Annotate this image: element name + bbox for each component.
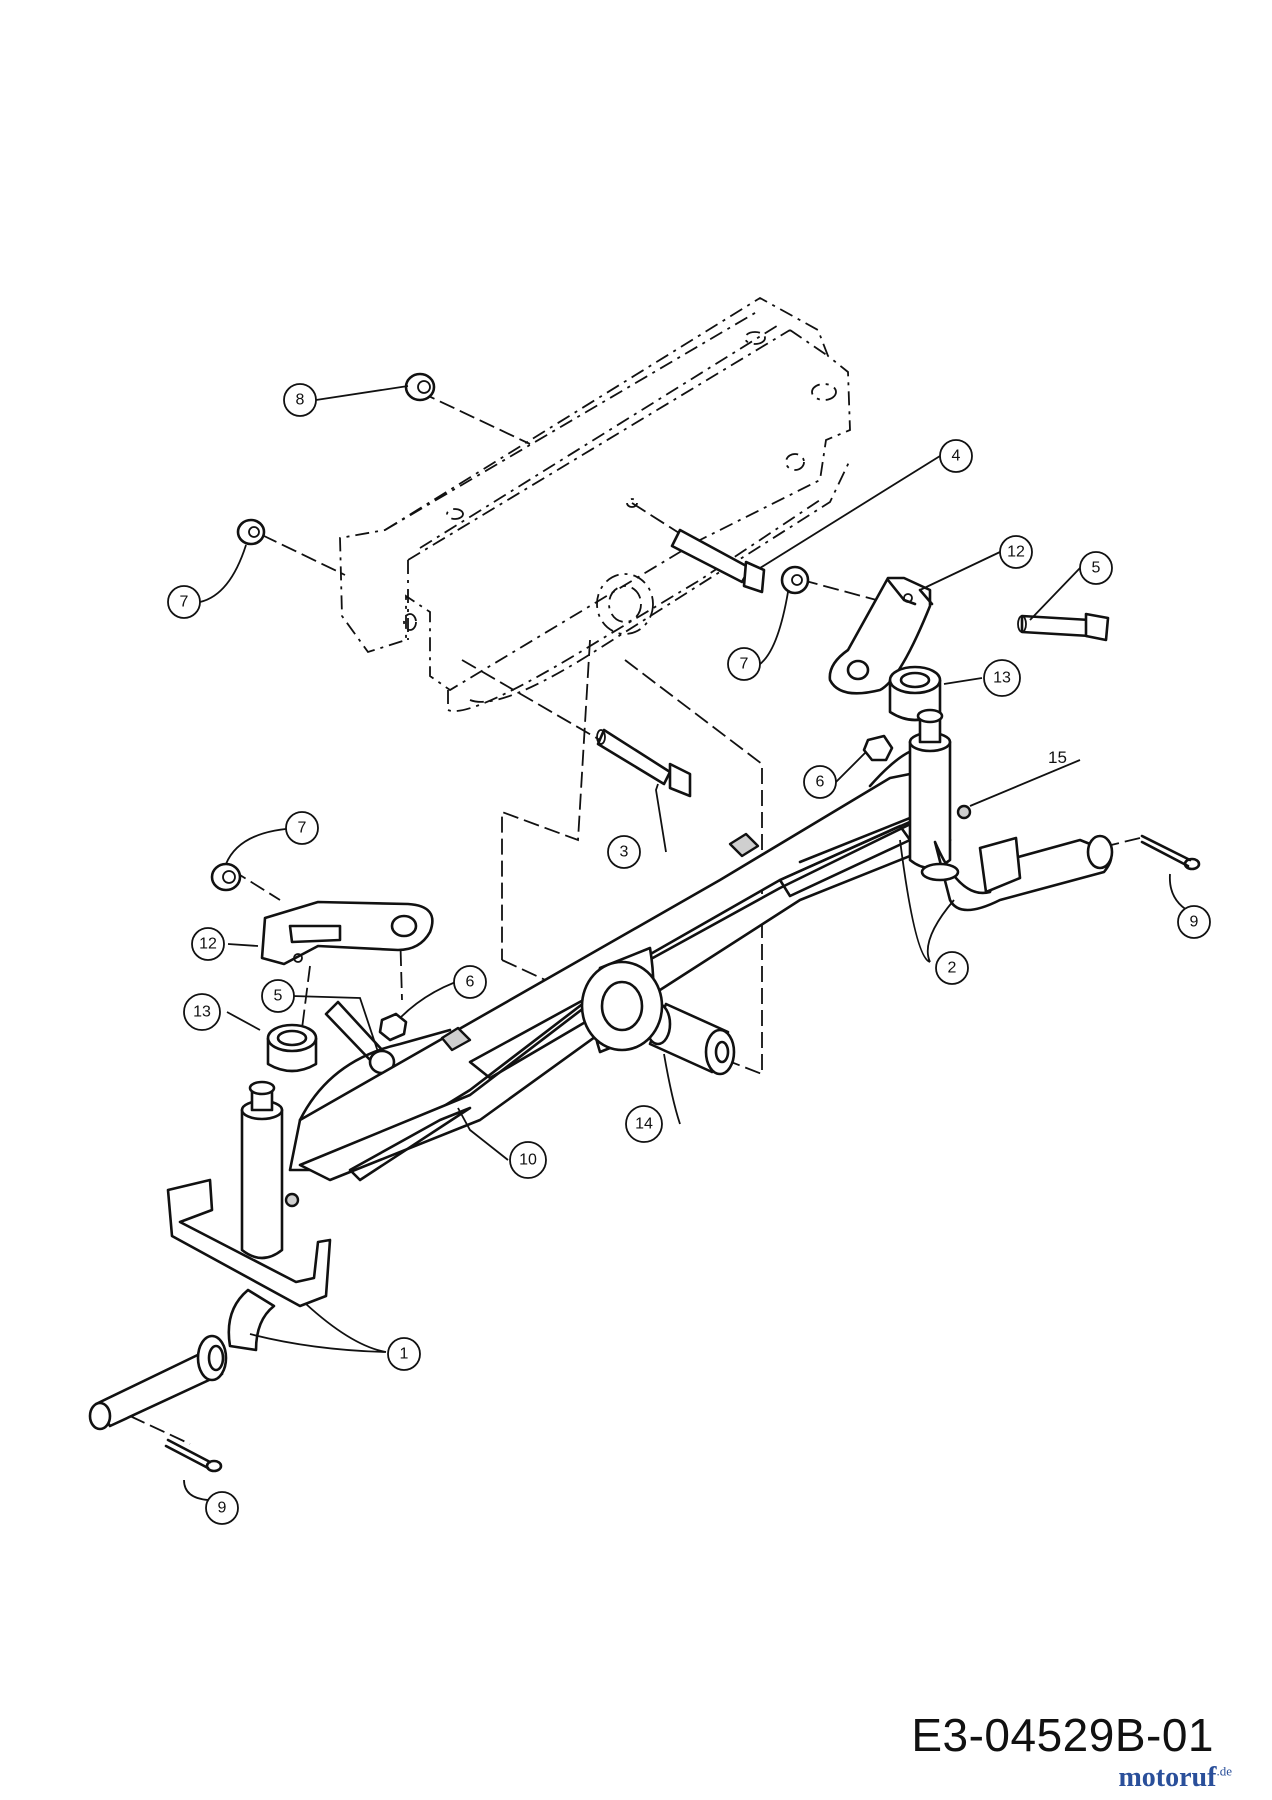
watermark-logo: motoruf.de [1118, 1762, 1232, 1794]
steering-arm-12-left [260, 900, 434, 966]
callout-8: 8 [283, 383, 317, 417]
svg-text:8: 8 [296, 392, 305, 409]
bolt-4 [670, 528, 766, 594]
bushing-13-right [888, 665, 942, 722]
hex-nut-6-right [862, 734, 894, 762]
callout-4: 4 [939, 439, 973, 473]
svg-text:3: 3 [620, 844, 629, 861]
svg-text:6: 6 [466, 974, 475, 991]
svg-text:7: 7 [740, 656, 749, 673]
svg-text:9: 9 [1190, 914, 1199, 931]
flange-nut-7-lower [210, 862, 242, 892]
bolt-3 [596, 728, 692, 798]
svg-text:13: 13 [193, 1004, 211, 1021]
steering-arm-12-right [828, 576, 934, 695]
svg-text:13: 13 [993, 670, 1011, 687]
svg-text:4: 4 [952, 448, 961, 465]
callout-13: 13 [983, 659, 1021, 697]
callout-10: 10 [509, 1141, 547, 1179]
flange-nut-7-center [780, 565, 810, 595]
callout-1: 1 [387, 1337, 421, 1371]
flange-nut-8 [404, 372, 436, 402]
svg-text:9: 9 [218, 1500, 227, 1517]
bolt-5-right [1017, 612, 1110, 642]
callout-5: 5 [1079, 551, 1113, 585]
svg-text:5: 5 [274, 988, 283, 1005]
callout-6: 6 [803, 765, 837, 799]
callout-5: 5 [261, 979, 295, 1013]
callout-12: 12 [999, 535, 1033, 569]
svg-text:10: 10 [519, 1152, 537, 1169]
bushing-13-left [266, 1023, 318, 1073]
front-axle-10 [288, 746, 952, 1182]
svg-text:7: 7 [180, 594, 189, 611]
callout-2: 2 [935, 951, 969, 985]
cotter-pin-9-right [1140, 834, 1201, 871]
spindle-1-left [88, 1080, 332, 1431]
svg-text:6: 6 [816, 774, 825, 791]
callout-7: 7 [727, 647, 761, 681]
frame-bracket [339, 296, 851, 712]
svg-text:5: 5 [1092, 560, 1101, 577]
drawing-code: E3-04529B-01 [911, 1709, 1214, 1761]
callout-12: 12 [191, 927, 225, 961]
watermark-text: motoruf [1118, 1762, 1217, 1793]
svg-text:12: 12 [1007, 544, 1025, 561]
callout-6: 6 [453, 965, 487, 999]
flange-nut-7-left [236, 518, 266, 546]
svg-text:2: 2 [948, 960, 957, 977]
callout-14: 14 [625, 1105, 663, 1143]
svg-text:14: 14 [635, 1116, 653, 1133]
callout-13: 13 [183, 993, 221, 1031]
label-15: 15 [1048, 748, 1067, 767]
bolt-5-left [324, 1000, 396, 1075]
svg-text:12: 12 [199, 936, 217, 953]
callout-3: 3 [607, 835, 641, 869]
callout-9: 9 [205, 1491, 239, 1525]
callout-7: 7 [285, 811, 319, 845]
watermark-suffix: .de [1216, 1763, 1232, 1779]
callout-7: 7 [167, 585, 201, 619]
hex-nut-6-left [378, 1012, 408, 1042]
cotter-pin-9-left [164, 1438, 223, 1473]
spindle-2-right [908, 708, 1114, 912]
svg-text:7: 7 [298, 820, 307, 837]
callout-9: 9 [1177, 905, 1211, 939]
svg-text:1: 1 [400, 1346, 409, 1363]
